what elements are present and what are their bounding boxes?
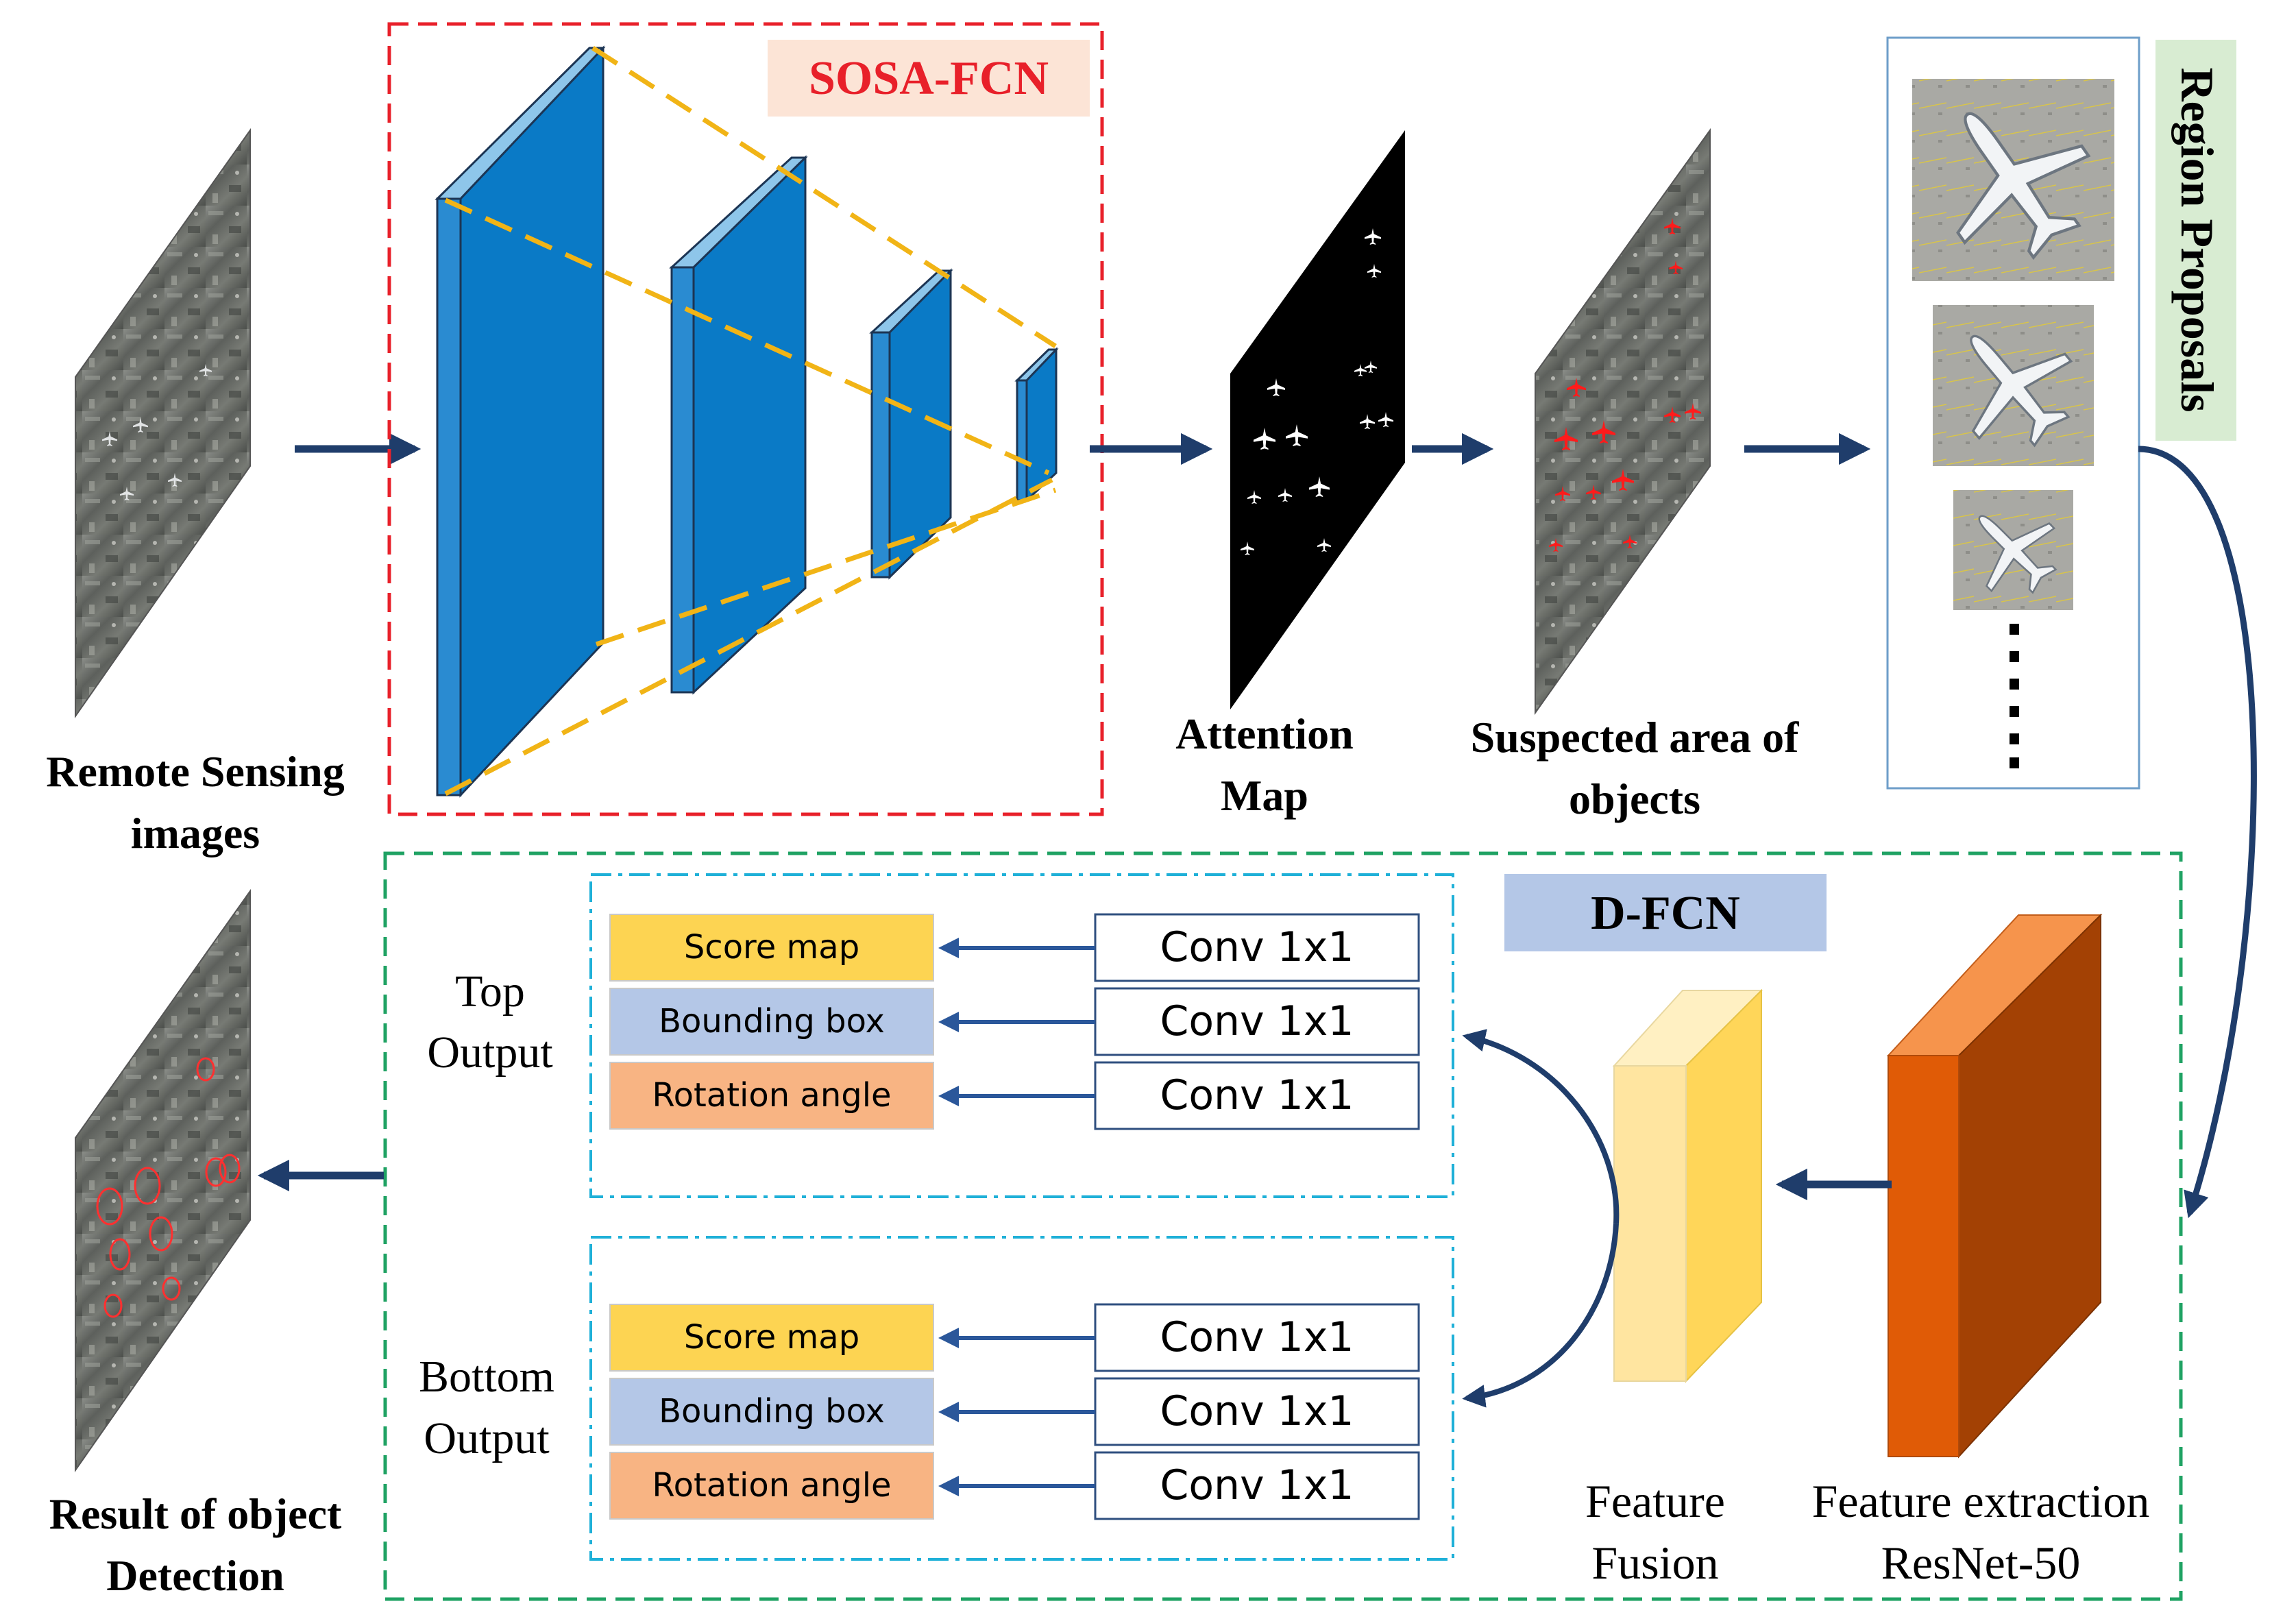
feature-fusion-block (1612, 988, 1763, 1383)
svg-text:Score map: Score map (684, 1318, 859, 1356)
encoder-block-1 (435, 45, 606, 798)
suspected-area-label-2: objects (1569, 775, 1700, 823)
svg-text:Conv 1x1: Conv 1x1 (1160, 997, 1354, 1045)
attention-map-label-2: Map (1221, 771, 1308, 820)
sosa-fcn-label: SOSA-FCN (809, 52, 1049, 105)
result-label-2: Detection (106, 1551, 284, 1600)
proposals-to-resnet-arrow (2138, 446, 2257, 1219)
svg-text:Conv 1x1: Conv 1x1 (1160, 923, 1354, 971)
bottom-output-label-2: Output (424, 1413, 549, 1463)
remote-sensing-label-2: images (131, 809, 260, 857)
d-fcn-label: D-FCN (1591, 887, 1740, 940)
remote-sensing-label-1: Remote Sensing (46, 747, 345, 796)
d-fcn-box (383, 851, 2183, 1601)
feature-fusion-label-1: Feature (1585, 1475, 1725, 1527)
proposal-crop-2 (1925, 297, 2099, 471)
sosa-fcn-box (387, 22, 1104, 816)
attention-map-label-1: Attention (1175, 709, 1354, 758)
top-head-angle: Rotation angle Conv 1x1 (609, 1061, 1420, 1130)
encoder-block-3 (869, 268, 953, 580)
top-head-score: Score map Conv 1x1 (609, 913, 1420, 982)
result-detection-image (75, 888, 251, 1473)
svg-text:Conv 1x1: Conv 1x1 (1160, 1461, 1354, 1509)
attention-map (1230, 130, 1405, 709)
region-proposals-label: Region Proposals (2171, 67, 2223, 412)
feature-fusion-label-2: Fusion (1591, 1537, 1718, 1589)
encoder-block-4 (1014, 347, 1059, 503)
encoder-block-2 (669, 155, 808, 695)
svg-text:Rotation angle: Rotation angle (652, 1076, 891, 1115)
svg-text:Conv 1x1: Conv 1x1 (1160, 1313, 1354, 1361)
sosa-fcn-label-bg (768, 40, 1090, 117)
top-output-box (589, 873, 1454, 1198)
svg-text:Conv 1x1: Conv 1x1 (1160, 1071, 1354, 1119)
ellipsis-dots (2010, 624, 2019, 768)
result-label-1: Result of object (49, 1489, 342, 1538)
remote-sensing-image (75, 127, 251, 719)
bottom-head-score: Score map Conv 1x1 (609, 1303, 1420, 1372)
projection-lines (444, 46, 1057, 796)
feature-extraction-label-1: Feature extraction (1812, 1475, 2150, 1527)
feature-extraction-label-2: ResNet-50 (1881, 1537, 2081, 1589)
svg-text:Bounding box: Bounding box (659, 1002, 885, 1040)
region-proposals-label-bg (2155, 40, 2236, 441)
top-output-label-1: Top (455, 966, 525, 1017)
bottom-head-bbox: Bounding box Conv 1x1 (609, 1377, 1420, 1446)
d-fcn-label-bg (1504, 874, 1827, 951)
suspected-area-label-1: Suspected area of (1471, 713, 1799, 762)
fusion-to-bottom-arrow (1462, 1223, 1619, 1408)
suspected-area-image (1535, 127, 1711, 716)
proposal-crop-1 (1905, 71, 2118, 285)
bottom-head-angle: Rotation angle Conv 1x1 (609, 1451, 1420, 1520)
bottom-output-label-1: Bottom (419, 1352, 554, 1402)
fusion-to-top-arrow (1462, 1029, 1620, 1224)
svg-text:Conv 1x1: Conv 1x1 (1160, 1387, 1354, 1435)
svg-text:Score map: Score map (684, 928, 859, 966)
svg-text:Bounding box: Bounding box (659, 1392, 885, 1431)
bottom-output-box (589, 1236, 1454, 1561)
resnet-block (1886, 913, 2103, 1459)
top-output-label-2: Output (427, 1027, 552, 1078)
top-head-bbox: Bounding box Conv 1x1 (609, 987, 1420, 1056)
proposal-crop-3 (1947, 484, 2077, 613)
svg-text:Rotation angle: Rotation angle (652, 1466, 891, 1505)
